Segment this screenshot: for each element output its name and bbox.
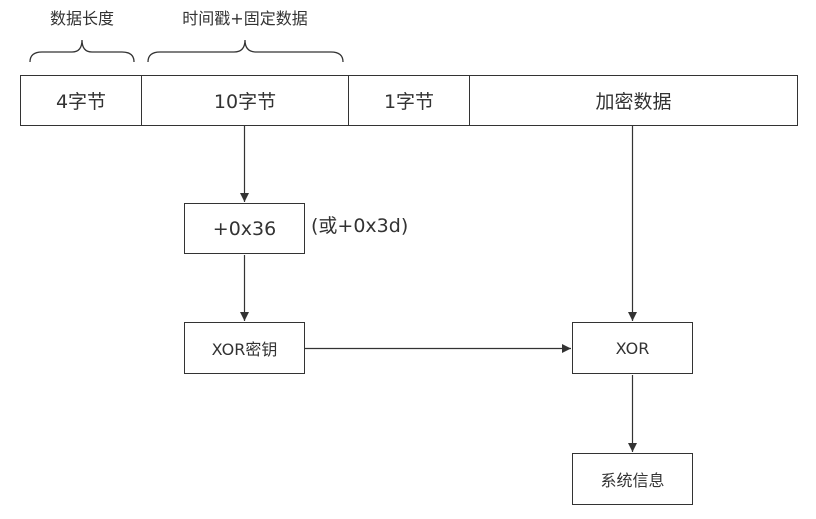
brace-length <box>29 39 135 63</box>
add-offset-box: +0x36 <box>184 203 305 254</box>
header-row-outline <box>20 75 798 126</box>
add-offset-note: (或+0x3d) <box>311 215 409 237</box>
header-cell-4bytes: 4字节 <box>55 91 107 113</box>
system-info-box: 系统信息 <box>572 453 693 505</box>
xor-box: XOR <box>572 322 693 374</box>
brace-timestamp <box>147 39 344 63</box>
brace-label-data-length: 数据长度 <box>49 9 114 28</box>
header-cell-1byte: 1字节 <box>383 91 435 113</box>
brace-label-timestamp-fixed: 时间戳+固定数据 <box>182 9 308 28</box>
xor-key-box: XOR密钥 <box>184 322 305 374</box>
header-cell-10bytes: 10字节 <box>213 91 277 113</box>
header-cell-encrypted-data: 加密数据 <box>595 91 672 113</box>
